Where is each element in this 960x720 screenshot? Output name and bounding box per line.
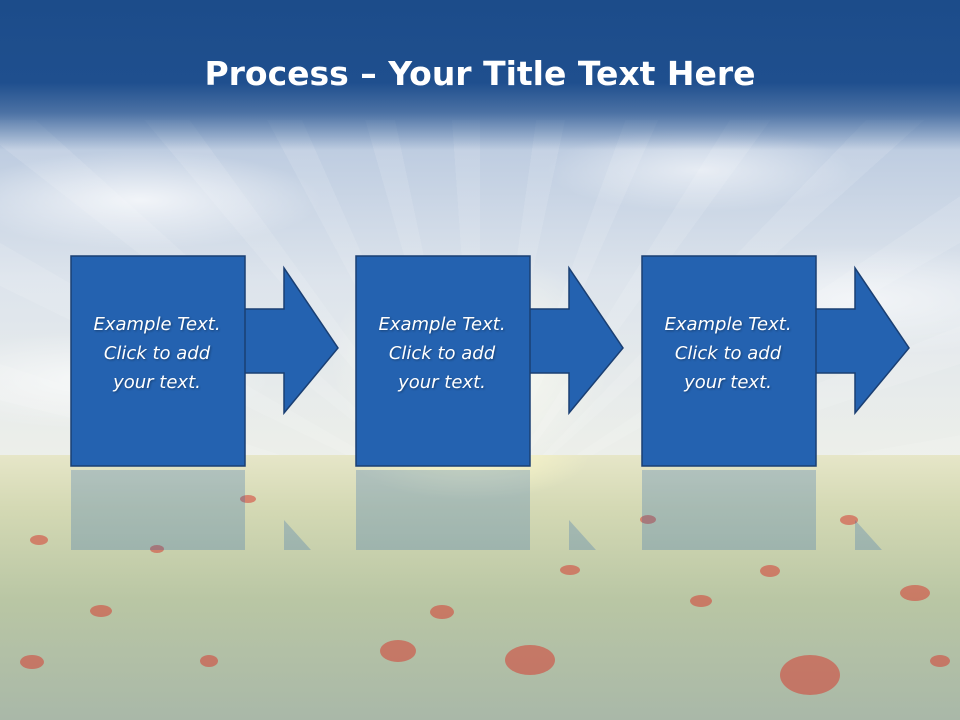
step-2-shape: [355, 255, 624, 467]
right-arrow-icon: [813, 265, 910, 416]
process-step-3[interactable]: Example Text. Click to add your text.: [641, 255, 912, 467]
step-3-text[interactable]: Example Text. Click to add your text.: [642, 310, 814, 397]
process-step-1[interactable]: Example Text. Click to add your text.: [70, 255, 341, 467]
step-2-reflection: [356, 470, 626, 550]
right-arrow-icon: [527, 265, 624, 416]
slide-title[interactable]: Process – Your Title Text Here: [0, 52, 960, 96]
step-1-reflection: [71, 470, 341, 550]
step-1-shape: [70, 255, 339, 467]
step-1-text[interactable]: Example Text. Click to add your text.: [71, 310, 243, 397]
step-2-line-3: your text.: [398, 372, 486, 393]
step-3-shape: [641, 255, 910, 467]
poppy-field: [0, 455, 960, 720]
slide-title-bold: Process: [204, 54, 349, 93]
step-2-line-2: Click to add: [388, 343, 496, 364]
step-3-line-1: Example Text.: [664, 314, 792, 335]
title-bar: Process – Your Title Text Here: [0, 0, 960, 150]
step-1-line-3: your text.: [113, 372, 201, 393]
step-3-line-2: Click to add: [674, 343, 782, 364]
process-step-2[interactable]: Example Text. Click to add your text.: [355, 255, 626, 467]
step-2-box: [355, 255, 531, 467]
step-1-box: [70, 255, 246, 467]
step-3-reflection: [642, 470, 912, 550]
slide-title-rest: – Your Title Text Here: [348, 54, 756, 93]
step-2-line-1: Example Text.: [378, 314, 506, 335]
step-1-line-1: Example Text.: [93, 314, 221, 335]
step-2-text[interactable]: Example Text. Click to add your text.: [356, 310, 528, 397]
step-1-line-2: Click to add: [103, 343, 211, 364]
step-3-line-3: your text.: [684, 372, 772, 393]
step-3-box: [641, 255, 817, 467]
right-arrow-icon: [242, 265, 339, 416]
